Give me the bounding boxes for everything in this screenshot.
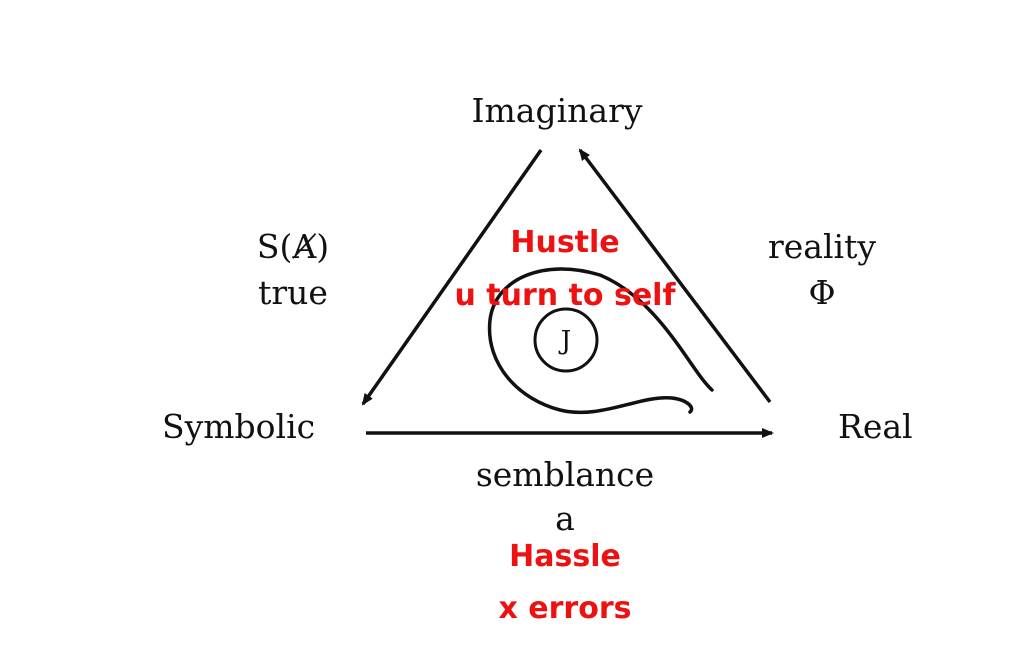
left-edge-label-top: S(Ⱥ) [256, 227, 330, 266]
bottom-edge-label-bottom: a [555, 499, 575, 538]
left-edge-label-bottom: true [258, 273, 328, 312]
vertex-imaginary: Imaginary [471, 91, 643, 130]
arrow-real-to-imaginary [578, 148, 772, 404]
annotation-u-turn: u turn to self [454, 278, 676, 313]
right-edge-label-top: reality [768, 227, 876, 266]
spiral-curve [487, 267, 714, 415]
j-symbol: J [560, 326, 572, 356]
arrow-imaginary-to-symbolic [361, 148, 543, 406]
right-edge-label-bottom: Φ [808, 273, 836, 312]
j-circle [533, 307, 599, 373]
annotation-hassle: Hassle [509, 539, 621, 574]
vertex-real: Real [838, 407, 913, 446]
vertex-symbolic: Symbolic [162, 407, 316, 446]
annotation-hustle: Hustle [510, 225, 620, 260]
annotation-x-errors: x errors [498, 591, 632, 626]
bottom-edge-label-top: semblance [475, 455, 655, 494]
